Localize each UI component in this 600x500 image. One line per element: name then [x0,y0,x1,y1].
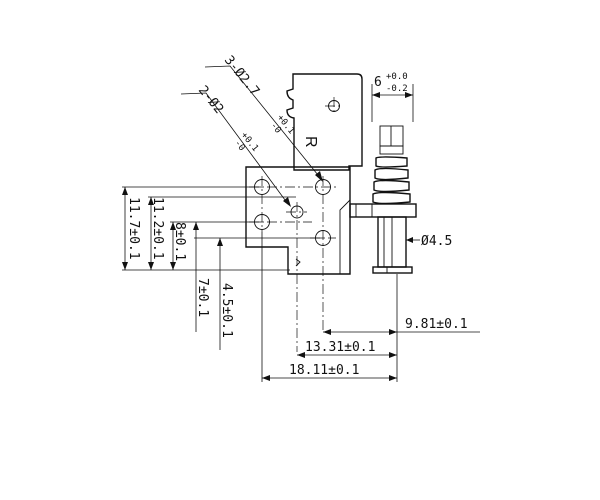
dim-9-81: 9.81±0.1 [405,317,468,332]
dim-11-2: 11.2±0.1 [150,197,165,260]
spring-shaft-assembly [349,125,417,274]
dim-7: 7±0.1 [195,278,210,317]
dim-8: 8±0.1 [172,222,187,261]
hole-3-callout: 3-Ø2.7 [221,53,262,99]
dim-shaft-dia: Ø4.5 [421,234,452,249]
side-mark: R [302,136,319,148]
upper-bracket-outline [286,73,363,171]
lower-plate-outline [245,166,351,275]
dim-4-5: 4.5±0.1 [219,283,234,338]
dim-top-width-tol-lower: -0.2 [386,84,408,94]
hole-2-callout: 2-Ø2 [195,83,226,117]
callout-leader-3 [204,65,323,181]
dim-11-7: 11.7±0.1 [126,197,141,260]
callout-leader-2 [180,92,289,205]
dim-top-width-tol-upper: +0.0 [386,72,408,82]
dim-18-11: 18.11±0.1 [289,363,359,378]
dim-top-width: 6 [374,75,382,90]
dim-13-31: 13.31±0.1 [305,340,375,355]
